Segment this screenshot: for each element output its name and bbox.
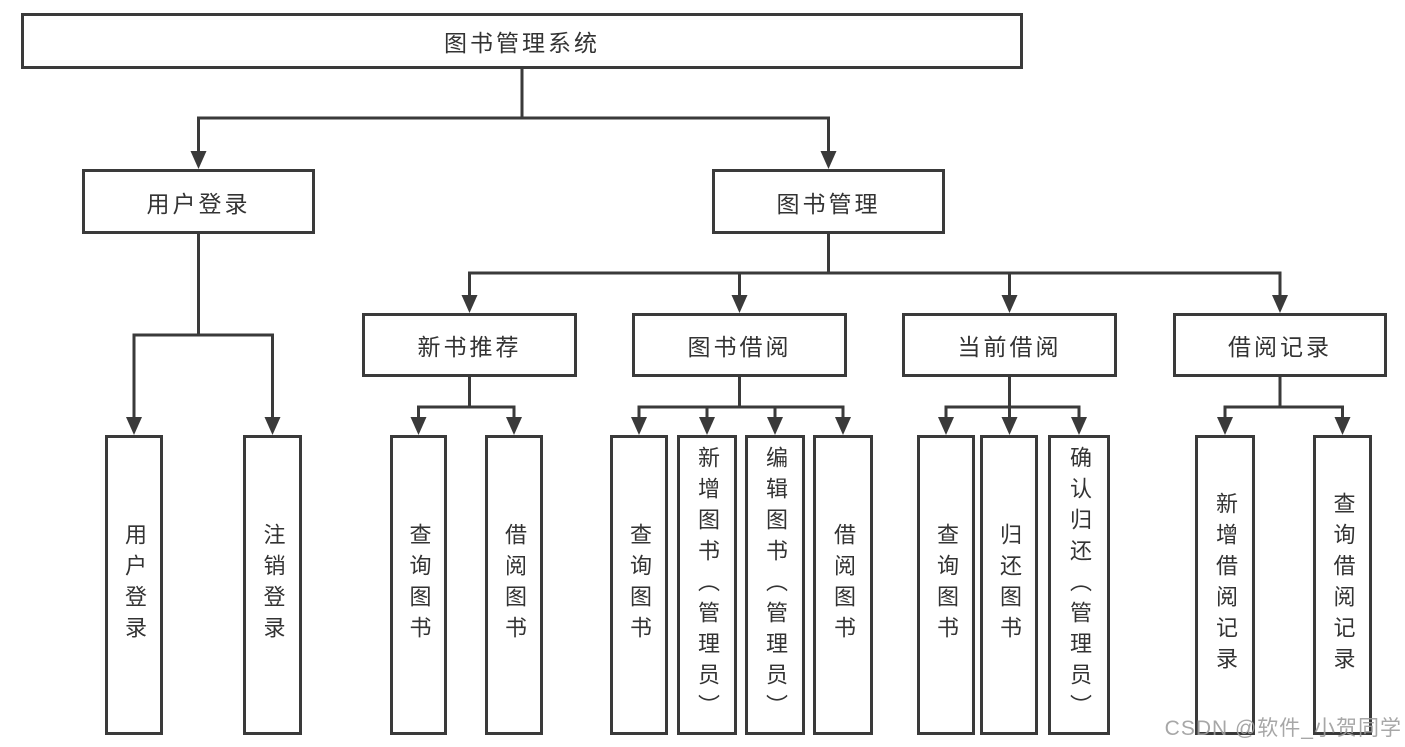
leaf-logout-login-label: 注销登录: [260, 523, 286, 647]
connector-new-book-recommend-branch: [410, 377, 522, 435]
leaf-query-borrow-record-label: 查询借阅记录: [1330, 492, 1356, 678]
leaf-borrow-books-recommend: 借阅图书: [485, 435, 543, 735]
connector-book-borrowing-branch: [631, 376, 851, 435]
node-current-borrowing-label: 当前借阅: [957, 334, 1062, 360]
node-borrow-records: 借阅记录: [1173, 313, 1387, 377]
connector-book-management-branch: [461, 234, 1288, 313]
node-borrow-records-label: 借阅记录: [1228, 334, 1332, 360]
connector-current-borrowing-branch: [938, 377, 1087, 435]
leaf-borrow-books-recommend-label: 借阅图书: [502, 523, 527, 647]
node-user-login-label: 用户登录: [146, 190, 251, 217]
leaf-confirm-return-admin-label: 确认归还（管理员）: [1067, 445, 1092, 725]
node-library-system-label: 图书管理系统: [444, 30, 600, 56]
connector-root-to-level1: [190, 69, 837, 169]
node-book-management: 图书管理: [712, 169, 945, 234]
leaf-query-books-recommend: 查询图书: [390, 435, 447, 735]
leaf-edit-books-admin: 编辑图书（管理员）: [745, 435, 805, 735]
leaf-user-login-label: 用户登录: [122, 523, 147, 647]
leaf-query-books-current: 查询图书: [917, 435, 975, 735]
connector-user-login-branch: [126, 233, 281, 435]
leaf-add-borrow-record-label: 新增借阅记录: [1213, 492, 1238, 678]
node-book-borrowing-label: 图书借阅: [687, 334, 792, 360]
node-book-borrowing: 图书借阅: [632, 313, 847, 377]
leaf-return-books-label: 归还图书: [997, 523, 1022, 647]
leaf-query-books-current-label: 查询图书: [934, 523, 959, 647]
leaf-borrow-books-borrowing-label: 借阅图书: [831, 523, 856, 647]
leaf-query-books-borrowing: 查询图书: [610, 435, 668, 735]
leaf-edit-books-admin-label: 编辑图书（管理员）: [763, 445, 788, 725]
leaf-logout-login: 注销登录: [243, 435, 302, 735]
node-user-login: 用户登录: [82, 169, 315, 234]
node-current-borrowing: 当前借阅: [902, 313, 1117, 377]
leaf-query-borrow-record: 查询借阅记录: [1313, 435, 1372, 735]
leaf-borrow-books-borrowing: 借阅图书: [813, 435, 873, 735]
leaf-query-books-borrowing-label: 查询图书: [627, 523, 652, 647]
leaf-add-books-admin-label: 新增图书（管理员）: [695, 445, 720, 725]
leaf-add-borrow-record: 新增借阅记录: [1195, 435, 1255, 735]
connector-borrow-records-branch: [1217, 377, 1351, 435]
leaf-add-books-admin: 新增图书（管理员）: [677, 435, 737, 735]
leaf-user-login: 用户登录: [105, 435, 163, 735]
leaf-return-books: 归还图书: [980, 435, 1038, 735]
node-new-book-recommend-label: 新书推荐: [417, 334, 522, 360]
csdn-watermark: CSDN @软件_小贺同学: [1164, 717, 1402, 740]
leaf-query-books-recommend-label: 查询图书: [406, 523, 432, 647]
node-book-management-label: 图书管理: [776, 190, 881, 217]
node-library-system: 图书管理系统: [21, 13, 1023, 69]
leaf-confirm-return-admin: 确认归还（管理员）: [1048, 435, 1110, 735]
node-new-book-recommend: 新书推荐: [362, 313, 577, 377]
